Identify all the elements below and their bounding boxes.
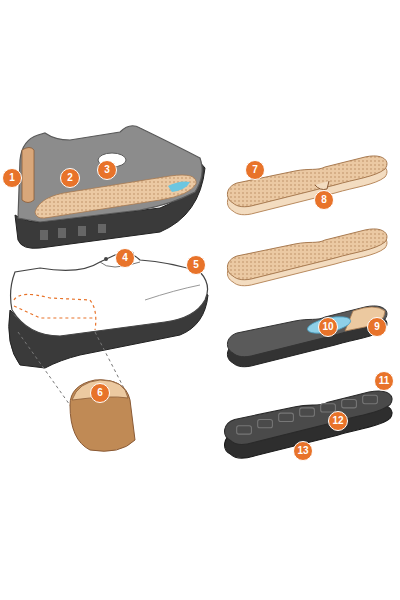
callout-number: 10 (318, 317, 338, 337)
callout-number: 6 (90, 383, 110, 403)
callout-number: 2 (60, 168, 80, 188)
callout-number: 11 (374, 371, 394, 391)
assembled-shoe (9, 252, 208, 451)
callout-number: 12 (328, 411, 348, 431)
callout-number: 8 (314, 190, 334, 210)
callout-number: 1 (2, 168, 22, 188)
midsole (227, 306, 387, 367)
callout-number: 7 (245, 160, 265, 180)
callout-number: 3 (97, 160, 117, 180)
sole-frame-shoe (15, 126, 205, 249)
top-insole (227, 156, 387, 215)
callout-number: 13 (293, 441, 313, 461)
callout-number: 9 (367, 317, 387, 337)
callout-number: 4 (115, 248, 135, 268)
callout-number: 5 (186, 255, 206, 275)
second-insole (227, 229, 387, 286)
